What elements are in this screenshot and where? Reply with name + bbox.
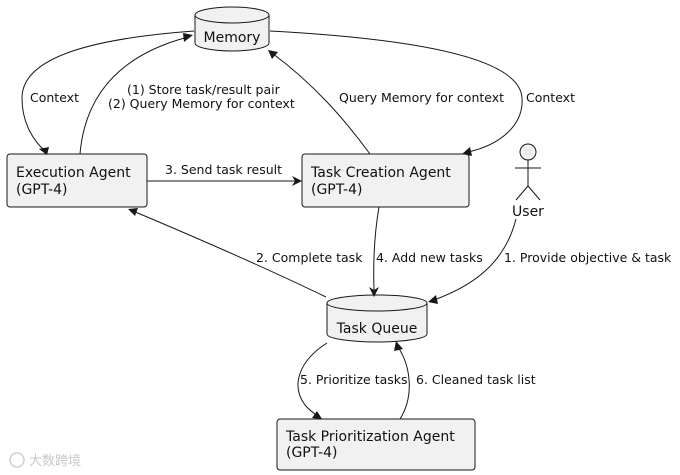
edge-label-prioritization-to-queue: 6. Cleaned task list [416,372,536,387]
edge-memory-to-execution: Context [21,30,195,155]
watermark-text: 大数跨境 [29,454,81,469]
memory-node: Memory [194,6,270,52]
task-prioritization-agent-model: (GPT-4) [286,445,337,461]
task-creation-agent-node: Task Creation Agent (GPT-4) [301,153,470,208]
watermark-logo-icon [9,452,25,468]
user-label: User [512,204,544,220]
edge-creation-to-memory: Query Memory for context [268,50,504,155]
task-creation-agent-model: (GPT-4) [311,182,362,198]
edge-label-execution-to-memory-2: (2) Query Memory for context [108,96,295,111]
user-actor: User [512,143,544,220]
edge-execution-to-creation: 3. Send task result [147,162,302,186]
task-queue-node: Task Queue [326,294,428,343]
execution-agent-node: Execution Agent (GPT-4) [6,153,148,208]
task-prioritization-agent-title: Task Prioritization Agent [285,429,455,445]
execution-agent-model: (GPT-4) [16,182,67,198]
edge-execution-to-memory: (1) Store task/result pair (2) Query Mem… [79,33,295,155]
task-prioritization-agent-node: Task Prioritization Agent (GPT-4) [276,418,476,471]
edge-user-to-queue: 1. Provide objective & task [428,218,672,304]
edge-memory-to-creation: Context [269,30,575,156]
edge-label-creation-to-memory: Query Memory for context [339,90,504,105]
edge-label-creation-to-queue: 4. Add new tasks [376,250,483,265]
watermark: 大数跨境 [9,452,81,469]
edge-label-memory-to-execution: Context [30,90,79,105]
edge-queue-to-prioritization: 5. Prioritize tasks [297,342,408,419]
user-head-icon [519,143,537,161]
task-queue-label: Task Queue [336,321,418,337]
edge-label-execution-to-creation: 3. Send task result [165,162,282,177]
edge-prioritization-to-queue: 6. Cleaned task list [394,341,536,420]
edge-creation-to-queue: 4. Add new tasks [369,206,483,297]
edge-queue-to-execution: 2. Complete task [128,208,363,298]
task-creation-agent-title: Task Creation Agent [310,165,451,181]
edge-label-queue-to-execution: 2. Complete task [256,250,363,265]
edge-label-user-to-queue: 1. Provide objective & task [504,250,672,265]
edge-label-queue-to-prioritization: 5. Prioritize tasks [300,372,408,387]
edge-label-memory-to-creation: Context [526,90,575,105]
memory-label: Memory [204,30,261,46]
execution-agent-title: Execution Agent [16,165,131,181]
edge-label-execution-to-memory-1: (1) Store task/result pair [127,82,281,97]
